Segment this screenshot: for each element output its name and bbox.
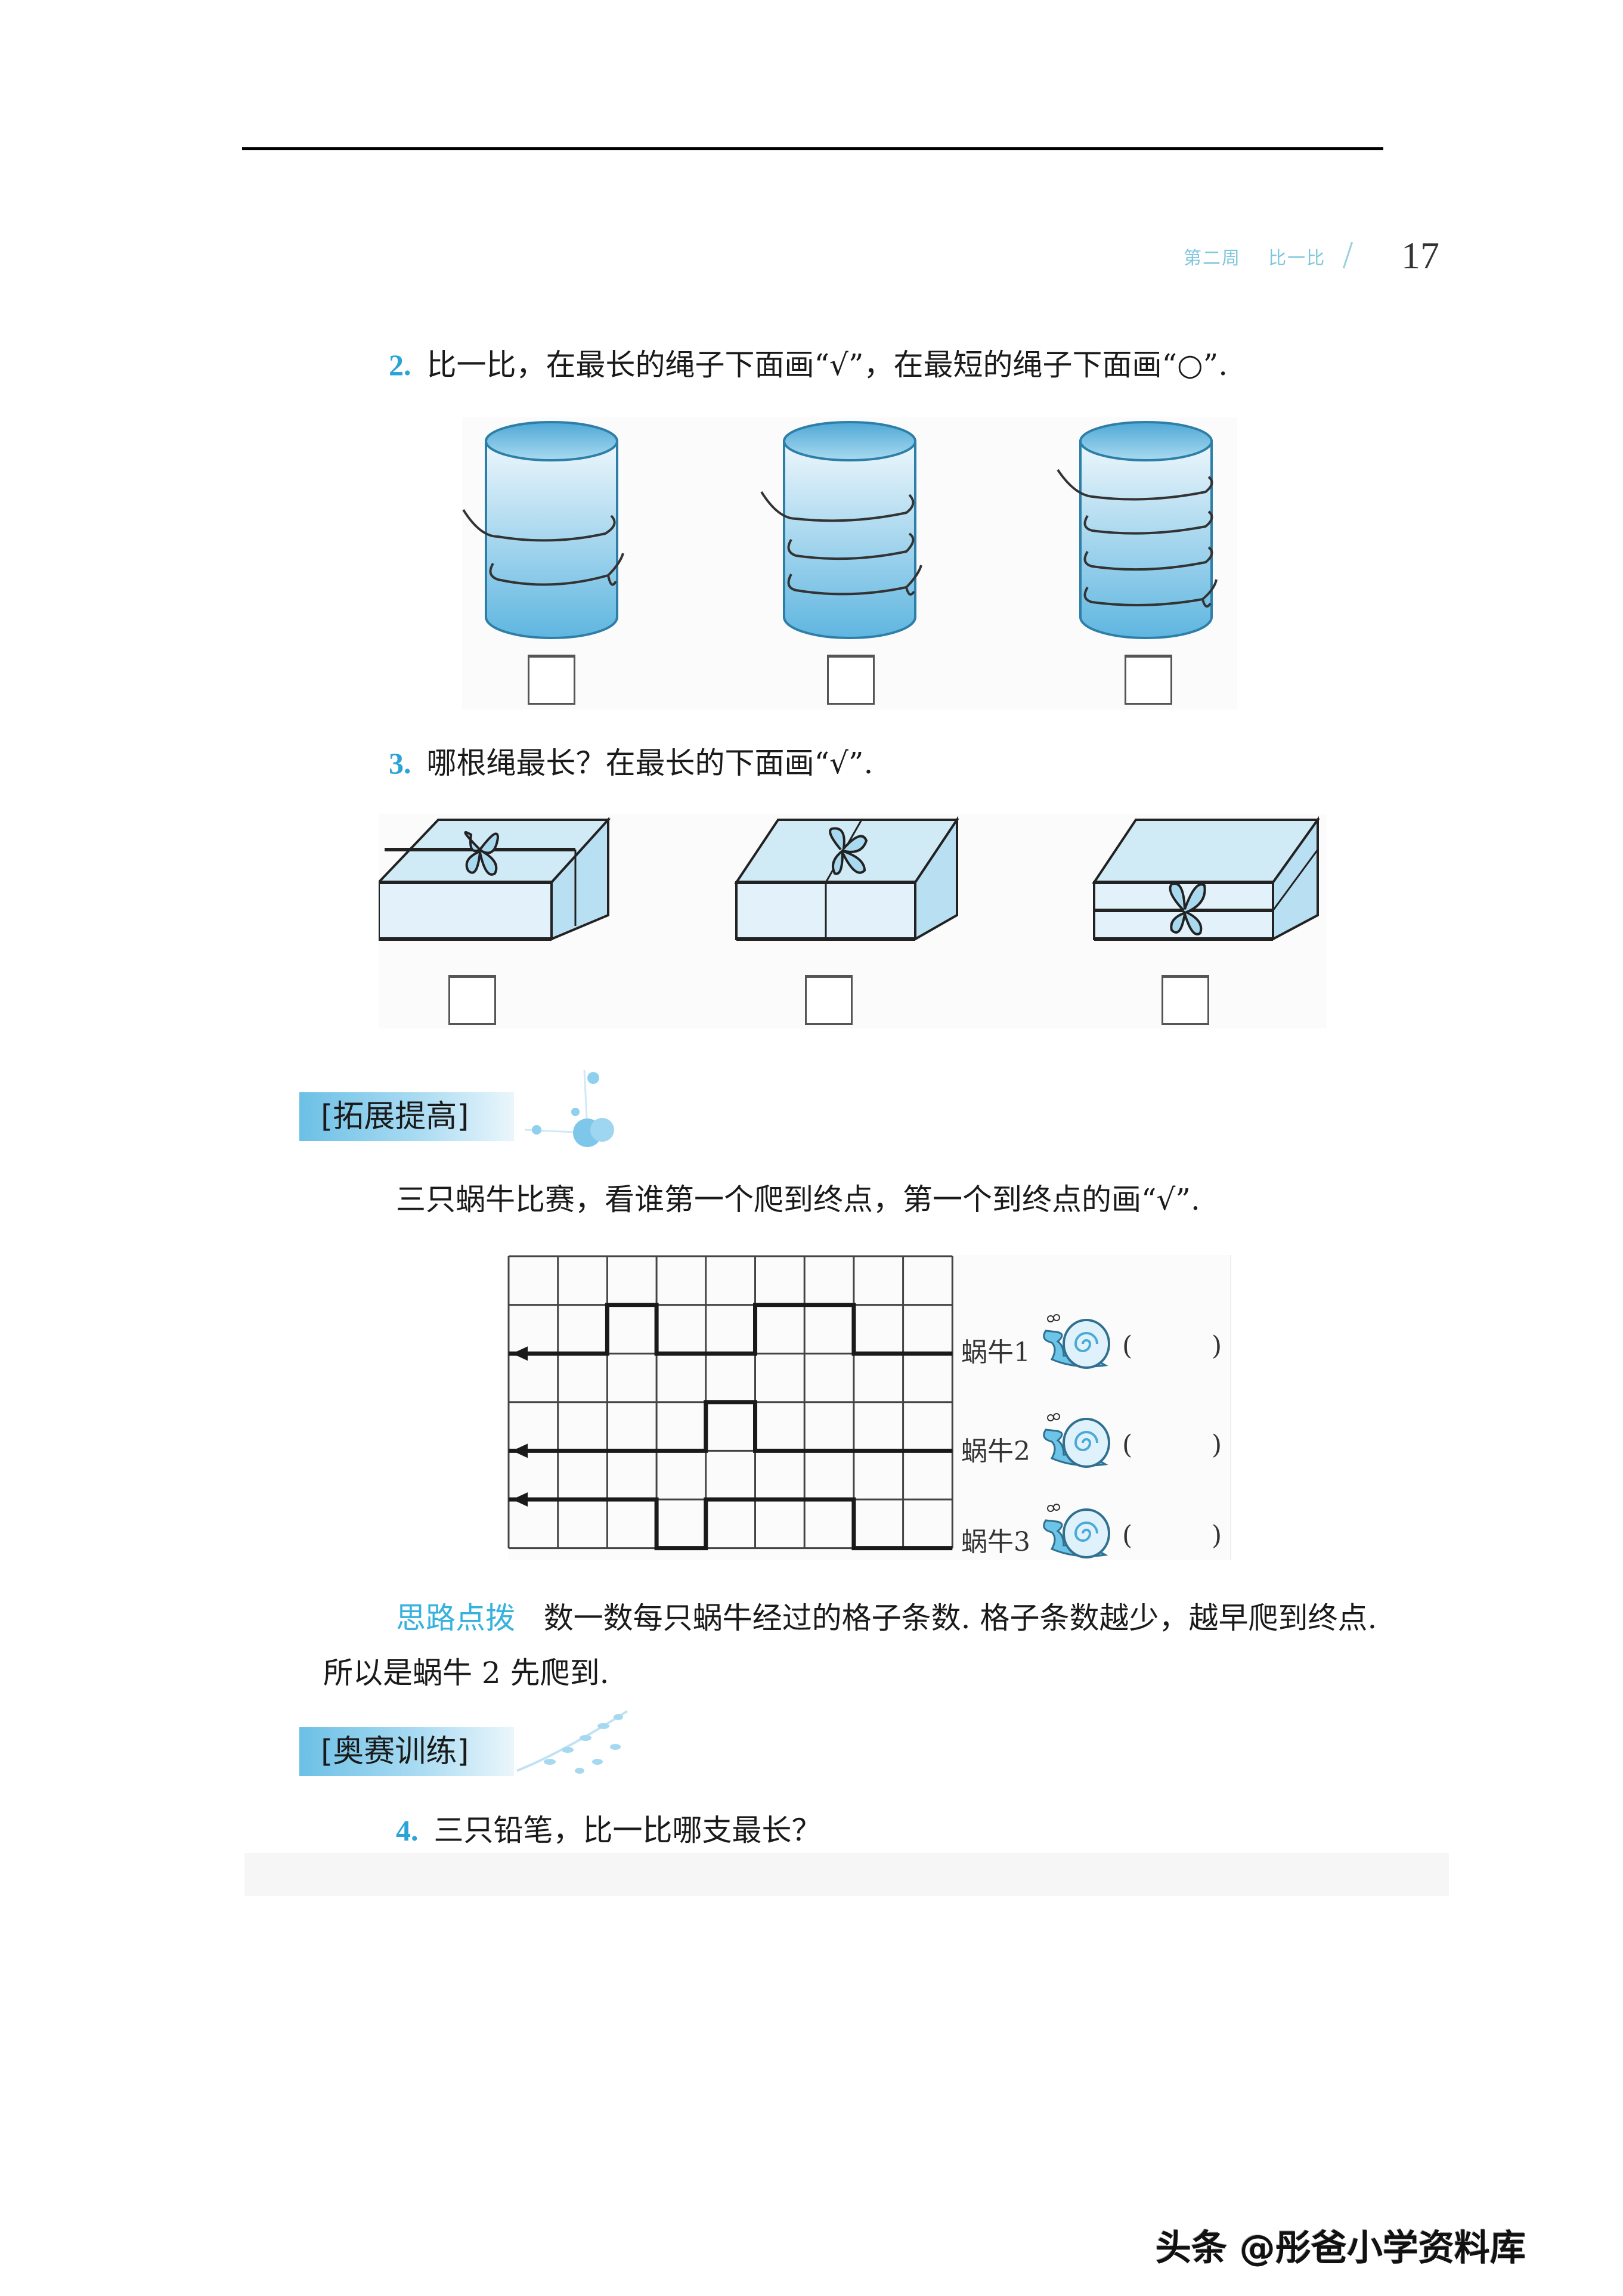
cylinders-illustration [462, 421, 1218, 639]
cylinder-1 [462, 421, 624, 639]
answer-paren-close: ) [1212, 1520, 1222, 1551]
cylinder-2 [760, 421, 922, 639]
snail-3-answer-blank[interactable] [1135, 1517, 1207, 1550]
solution-hint: 思路点拨 数一数每只蜗牛经过的格子条数. 格子条数越少，越早爬到终点. 所以是蜗… [323, 1591, 1414, 1700]
snail-icon [1043, 1314, 1110, 1369]
page-number: 17 [1401, 234, 1439, 277]
section-title: [拓展提高] [321, 1099, 469, 1135]
question-text: 三只铅笔，比一比哪支最长？ [433, 1813, 822, 1848]
running-head: 第二周 比一比 [1184, 241, 1353, 269]
section-olympiad-tag: [奥赛训练] [299, 1727, 514, 1776]
snail-row-2: 蜗牛2 ( ) [961, 1413, 1222, 1468]
page-continuation-band [244, 1853, 1449, 1896]
snail-label: 蜗牛2 [961, 1436, 1030, 1467]
question-number: 2. [389, 348, 411, 382]
section-extension-tag: [拓展提高] [299, 1092, 514, 1141]
question-text: 比一比，在最长的绳子下面画“√”，在最短的绳子下面画“○”. [426, 348, 1228, 382]
week-label: 第二周 [1184, 248, 1241, 269]
gift-box-1 [376, 816, 611, 941]
question-number: 4. [396, 1814, 419, 1847]
gift-box-3 [1092, 816, 1320, 941]
q3-answer-box-1[interactable] [448, 975, 496, 1025]
section-title: [奥赛训练] [321, 1734, 469, 1770]
q2-answer-box-3[interactable] [1125, 655, 1172, 705]
watermark: 头条 @彤爸小学资料库 [1156, 2227, 1526, 2269]
flower-decoration-icon [524, 1070, 614, 1147]
q2-answer-box-1[interactable] [528, 655, 575, 705]
branch-decoration-icon [516, 1710, 628, 1774]
snail-label: 蜗牛1 [961, 1337, 1030, 1368]
answer-paren-open: ( [1122, 1430, 1133, 1460]
gift-boxes-illustration [376, 816, 1320, 941]
snail-2-answer-blank[interactable] [1135, 1426, 1207, 1460]
hint-label: 思路点拨 [396, 1601, 515, 1635]
chapter-label: 比一比 [1268, 248, 1326, 269]
snail-icon [1043, 1504, 1110, 1558]
question-number: 3. [389, 746, 411, 780]
snail-row-1: 蜗牛1 ( ) [961, 1314, 1222, 1369]
snail-1-answer-blank[interactable] [1135, 1327, 1207, 1361]
answer-paren-open: ( [1122, 1520, 1133, 1551]
question-4: 4. 三只铅笔，比一比哪支最长？ [396, 1807, 822, 1849]
snail-icon [1043, 1413, 1110, 1468]
hint-text: 数一数每只蜗牛经过的格子条数. 格子条数越少，越早爬到终点. 所以是蜗牛 2 先… [323, 1601, 1377, 1690]
question-2: 2. 比一比，在最长的绳子下面画“√”，在最短的绳子下面画“○”. [389, 341, 1228, 384]
answer-paren-close: ) [1212, 1430, 1222, 1460]
top-rule [242, 147, 1383, 150]
question-text: 哪根绳最长？在最长的下面画“√”. [426, 746, 874, 780]
question-3: 3. 哪根绳最长？在最长的下面画“√”. [389, 739, 873, 782]
q3-answer-box-3[interactable] [1162, 975, 1209, 1025]
snail-row-3: 蜗牛3 ( ) [961, 1504, 1222, 1558]
snail-label: 蜗牛3 [961, 1527, 1030, 1557]
answer-paren-close: ) [1212, 1331, 1222, 1361]
q2-answer-box-2[interactable] [827, 655, 875, 705]
gift-box-2 [734, 816, 959, 941]
answer-paren-open: ( [1122, 1331, 1133, 1361]
slash-divider [1342, 241, 1353, 269]
cylinder-3 [1057, 421, 1218, 639]
q3-answer-box-2[interactable] [805, 975, 853, 1025]
snail-race-grid [507, 1255, 953, 1551]
cylinder-figure [462, 417, 1237, 709]
snail-race-instructions: 三只蜗牛比赛，看谁第一个爬到终点，第一个到终点的画“√”. [396, 1182, 1200, 1217]
